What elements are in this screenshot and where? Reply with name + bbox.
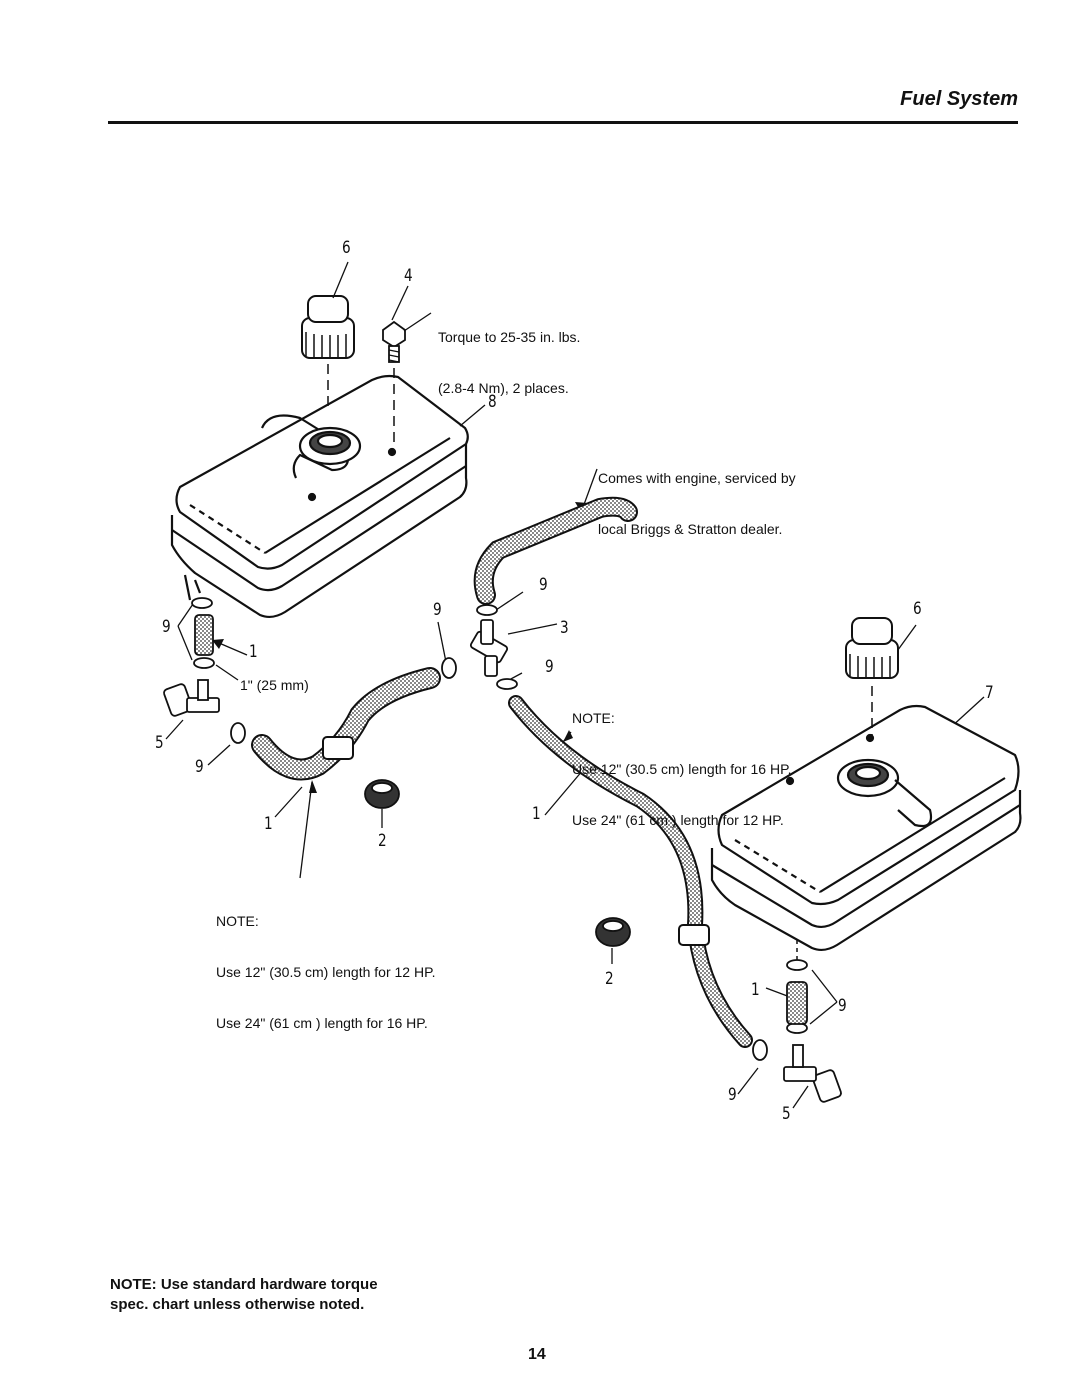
callout-7: 7	[985, 683, 994, 703]
header-rule	[108, 121, 1018, 124]
fuel-hoses	[251, 496, 753, 1048]
tee-fitting-icon	[469, 619, 509, 677]
mounting-bolt-icon	[382, 320, 406, 363]
callout-1: 1	[264, 814, 273, 834]
callout-5: 5	[782, 1104, 791, 1124]
callout-6: 6	[342, 238, 351, 258]
shutoff-valve-icons	[163, 679, 842, 1103]
callout-9: 9	[728, 1085, 737, 1105]
right-fuel-cap-icon	[845, 617, 899, 679]
callout-9: 9	[162, 617, 171, 637]
grommet-icons	[364, 779, 631, 947]
page-number: 14	[528, 1346, 546, 1363]
hose-clamp-icons	[191, 597, 808, 1061]
left-fuel-tank	[170, 374, 469, 619]
callout-5: 5	[155, 733, 164, 753]
callout-4: 4	[404, 266, 413, 286]
callout-1: 1	[751, 980, 760, 1000]
callout-6: 6	[913, 599, 922, 619]
callout-9: 9	[195, 757, 204, 777]
torque-note: Torque to 25-35 in. lbs. (2.8-4 Nm), 2 p…	[438, 329, 581, 396]
right-hose-note: NOTE: Use 12" (30.5 cm) length for 16 HP…	[572, 710, 792, 828]
callout-2: 2	[378, 831, 387, 851]
left-fuel-cap-icon	[301, 295, 355, 359]
right-fuel-tank	[710, 704, 1022, 952]
callout-3: 3	[560, 618, 569, 638]
left-hose-note: NOTE: Use 12" (30.5 cm) length for 12 HP…	[216, 913, 436, 1031]
callout-1: 1	[532, 804, 541, 824]
callout-8: 8	[488, 392, 497, 412]
callout-1: 1	[249, 642, 258, 662]
callout-9: 9	[539, 575, 548, 595]
callout-2: 2	[605, 969, 614, 989]
section-title: Fuel System	[900, 88, 1018, 110]
callout-9: 9	[433, 600, 442, 620]
engine-line-note: Comes with engine, serviced by local Bri…	[598, 470, 796, 537]
fuel-filter-icons	[194, 614, 808, 1025]
filter-length-note: 1" (25 mm)	[240, 677, 309, 693]
callout-9: 9	[545, 657, 554, 677]
callout-9: 9	[838, 996, 847, 1016]
hardware-torque-note: NOTE: Use standard hardware torque spec.…	[110, 1276, 378, 1313]
